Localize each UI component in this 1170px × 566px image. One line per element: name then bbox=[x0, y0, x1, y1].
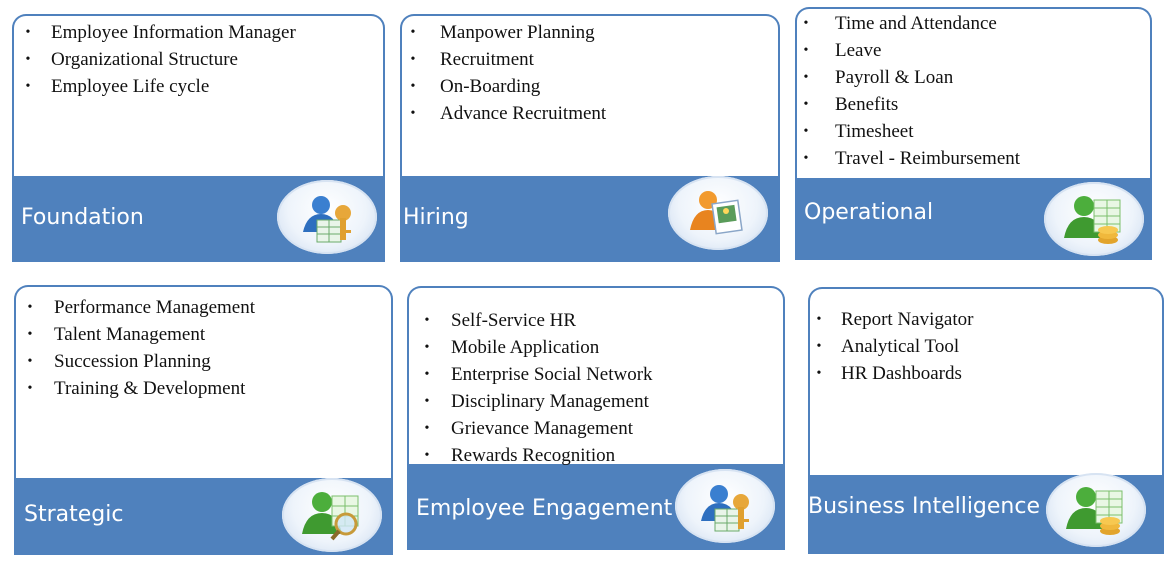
module-card-hiring: •Manpower Planning •Recruitment •On-Boar… bbox=[400, 14, 780, 262]
module-title: Strategic bbox=[24, 502, 124, 527]
module-title: Hiring bbox=[403, 205, 469, 230]
user-key-icon bbox=[675, 469, 775, 543]
module-panel bbox=[808, 287, 1164, 477]
user-coins-icon bbox=[1046, 473, 1146, 547]
module-card-operational: •Time and Attendance •Leave •Payroll & L… bbox=[795, 7, 1152, 260]
module-card-business-intelligence: •Report Navigator •Analytical Tool •HR D… bbox=[808, 287, 1164, 554]
module-title: Operational bbox=[804, 200, 934, 225]
module-panel bbox=[795, 7, 1152, 181]
module-title: Foundation bbox=[21, 205, 144, 230]
user-coins-icon bbox=[1044, 182, 1144, 256]
module-card-foundation: •Employee Information Manager •Organizat… bbox=[12, 14, 385, 262]
module-card-employee-engagement: •Self-Service HR •Mobile Application •En… bbox=[407, 286, 785, 550]
module-panel bbox=[12, 14, 385, 178]
user-key-icon bbox=[277, 180, 377, 254]
module-title: Employee Engagement bbox=[416, 496, 673, 521]
user-photo-icon bbox=[668, 176, 768, 250]
user-magnifier-icon bbox=[282, 478, 382, 552]
module-panel bbox=[407, 286, 785, 466]
module-panel bbox=[14, 285, 393, 480]
module-panel bbox=[400, 14, 780, 178]
module-card-strategic: •Performance Management •Talent Manageme… bbox=[14, 285, 393, 555]
module-title: Business Intelligence bbox=[808, 494, 1041, 519]
